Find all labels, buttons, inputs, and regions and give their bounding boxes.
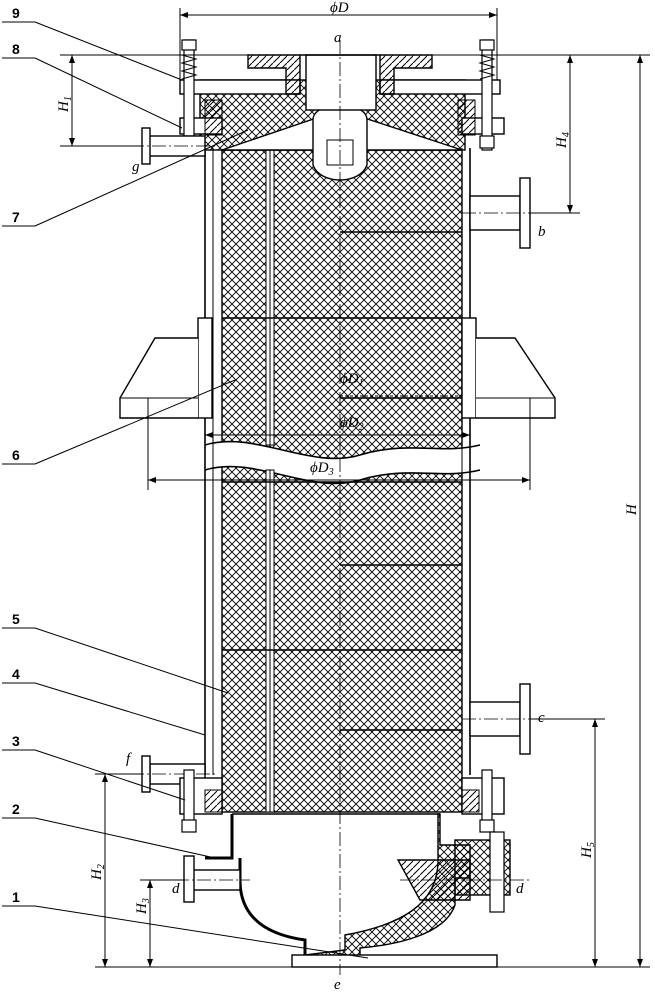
dimension-lines bbox=[60, 8, 650, 968]
dim-label-h1: H1 bbox=[56, 96, 74, 113]
nozzle-label-d-right: d bbox=[516, 881, 524, 897]
nozzle-d-left bbox=[175, 855, 250, 903]
nozzle-label-c: c bbox=[538, 710, 545, 726]
dim-label-phi-d3: ϕD3 bbox=[310, 460, 334, 478]
column-shell bbox=[197, 148, 477, 775]
nozzle-g bbox=[130, 127, 215, 165]
nozzle-label-f: f bbox=[126, 751, 132, 767]
part-numbers: 9 8 7 6 5 4 3 2 1 bbox=[12, 5, 20, 905]
part-label-3: 3 bbox=[12, 733, 20, 749]
nozzle-labels: a b c d d e f g bbox=[126, 30, 546, 993]
dim-label-h: H bbox=[624, 503, 640, 516]
part-label-9: 9 bbox=[12, 5, 20, 21]
leader-lines bbox=[2, 21, 369, 959]
part-label-2: 2 bbox=[12, 801, 20, 817]
top-head bbox=[179, 54, 505, 181]
part-label-4: 4 bbox=[12, 666, 20, 682]
bottom-head bbox=[205, 813, 511, 968]
dimension-labels: ϕD ϕD1 ϕD2 ϕD3 H H1 H2 H3 H4 H5 bbox=[56, 0, 640, 915]
support-lugs bbox=[119, 337, 556, 425]
dim-label-h3: H3 bbox=[134, 898, 152, 915]
packing-body bbox=[204, 149, 481, 813]
nozzle-label-b: b bbox=[538, 224, 546, 240]
nozzle-label-e: e bbox=[334, 977, 341, 993]
part-label-5: 5 bbox=[12, 611, 20, 627]
dim-label-phi-d2: ϕD2 bbox=[340, 415, 364, 433]
dim-label-h2: H2 bbox=[89, 864, 107, 881]
nozzle-label-a: a bbox=[334, 30, 342, 46]
part-label-7: 7 bbox=[12, 209, 20, 225]
nozzle-c bbox=[462, 683, 540, 755]
dim-label-phi-d1: ϕD1 bbox=[340, 371, 364, 389]
dim-label-h5: H5 bbox=[579, 842, 597, 859]
part-label-8: 8 bbox=[12, 41, 20, 57]
part-label-6: 6 bbox=[12, 447, 20, 463]
nozzle-label-d-left: d bbox=[172, 881, 180, 897]
dim-label-phi-d: ϕD bbox=[330, 0, 349, 16]
nozzle-d-right bbox=[396, 859, 530, 901]
dim-label-h4: H4 bbox=[554, 132, 572, 149]
nozzle-label-g: g bbox=[132, 159, 140, 175]
nozzle-b bbox=[462, 177, 540, 249]
bottom-flanges bbox=[179, 769, 505, 833]
part-label-1: 1 bbox=[12, 889, 20, 905]
